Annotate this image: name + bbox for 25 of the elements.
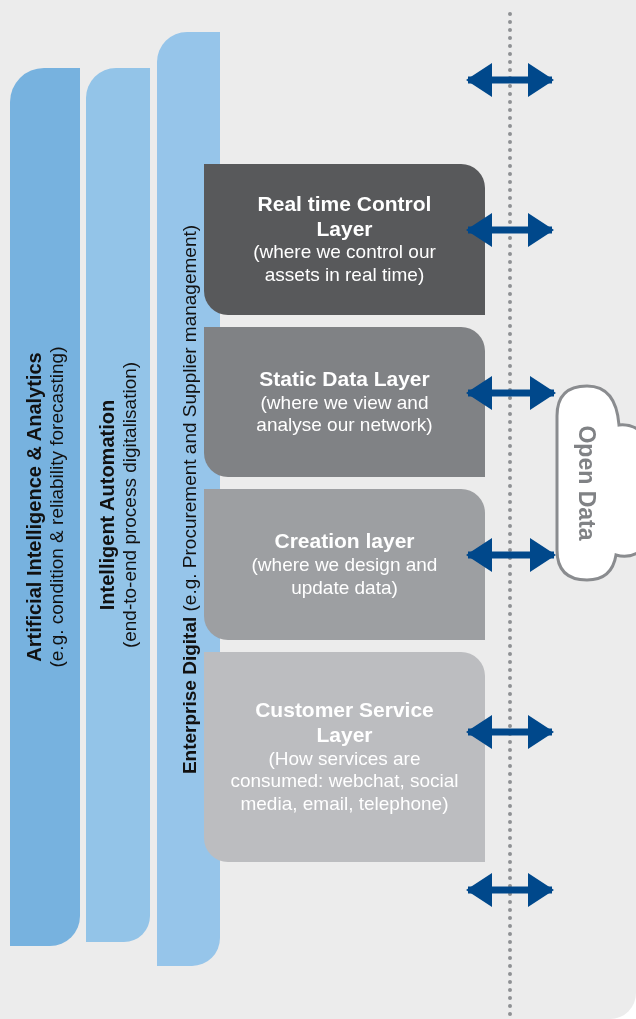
cloud-label: Open Data [573, 424, 601, 543]
layer-title: Customer Service Layer [254, 698, 435, 748]
capability-band [10, 68, 80, 946]
band-title: Artificial Intelligence & Analytics [22, 352, 46, 662]
band-description: (e.g. condition & reliability forecasting) [45, 346, 68, 668]
layer-description: (How services are consumed: webchat, social media, email, telephone) [230, 747, 459, 816]
layer-title: Static Data Layer [259, 366, 430, 392]
double-arrow [466, 213, 554, 247]
layer-title: Creation layer [274, 529, 415, 555]
double-arrow [466, 538, 556, 572]
layer-box [204, 164, 485, 315]
layer-title: Real time Control Layer [256, 191, 433, 242]
layer-box [204, 489, 485, 640]
double-arrow [466, 376, 556, 410]
layer-description: (where we control our assets in real time) [252, 241, 437, 288]
band-title: Enterprise Digital (e.g. Procurement and Supplier management) [177, 224, 200, 774]
layer-description: (where we view and analyse our network) [255, 391, 434, 438]
cloud-shape [554, 383, 636, 583]
layer-description: (where we design and update data) [250, 554, 439, 600]
double-arrow [466, 715, 554, 749]
capability-band [86, 68, 150, 942]
band-title: Intelligent Automation [95, 399, 119, 611]
layer-box [204, 652, 485, 862]
layer-box [204, 327, 485, 477]
band-description: (end-to-end process digitalisation) [118, 361, 141, 649]
